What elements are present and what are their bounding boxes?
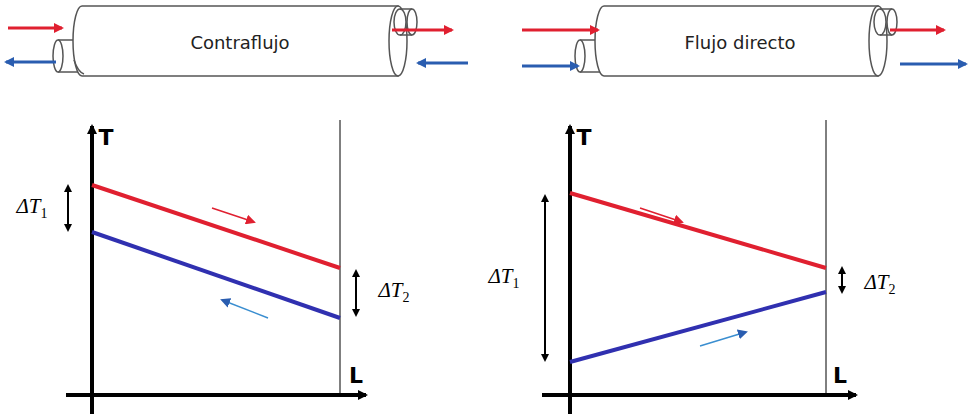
- axis-label: T: [98, 125, 113, 150]
- temperature-difference-label: ΔT1: [16, 194, 47, 222]
- temperature-difference-label: ΔT1: [488, 264, 519, 292]
- exchanger-tube: Contraflujo: [95, 10, 385, 74]
- tube-drawing: [53, 6, 417, 76]
- temperature-graph: [542, 120, 856, 414]
- axis-label: L: [833, 363, 847, 388]
- temperature-graph: [66, 120, 366, 414]
- tube-label: Flujo directo: [685, 32, 796, 53]
- tube-drawing: [575, 6, 897, 76]
- axis-label: T: [576, 125, 591, 150]
- flow-arrow: [6, 28, 966, 66]
- axis-label: L: [349, 363, 363, 388]
- tube-label: Contraflujo: [190, 32, 289, 53]
- exchanger-tube: Flujo directo: [615, 10, 865, 74]
- temperature-difference-label: ΔT2: [864, 270, 895, 298]
- temperature-difference-label: ΔT2: [378, 278, 409, 306]
